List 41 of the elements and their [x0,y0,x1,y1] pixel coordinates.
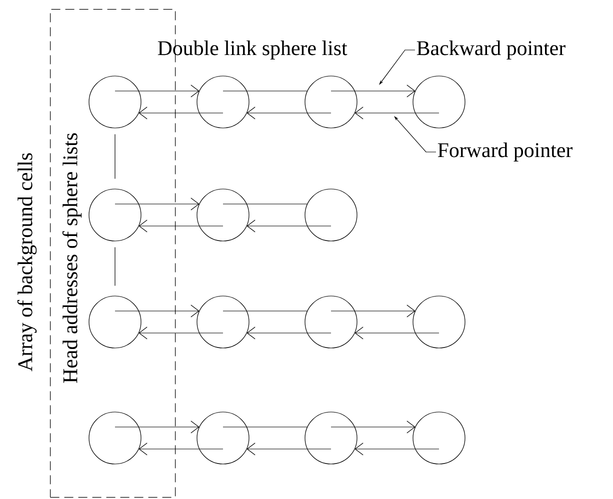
pointer-arrow [138,442,224,456]
sphere-circle [88,188,142,242]
pointer-label: Forward pointer [438,142,572,162]
pointer-label: Backward pointer [416,40,566,60]
pointer-arrow [114,304,200,318]
pointer-arrow [138,106,224,120]
sphere-circle [304,296,358,348]
sphere-circle [196,188,250,242]
sphere-circle [412,412,466,464]
sphere-circle [88,76,142,128]
vertical-label: Array of background cells [17,153,37,372]
sphere-circle [304,76,358,128]
sphere-circle [88,296,142,348]
leader-line [394,116,436,152]
pointer-arrow [138,326,224,340]
pointer-arrow [330,304,416,318]
pointer-arrow [354,442,440,456]
pointer-arrow [114,420,200,434]
link-line [114,134,116,179]
pointer-arrow [114,198,200,210]
pointer-arrow [246,442,332,456]
pointer-arrow [246,220,332,232]
sphere-circle [196,296,250,348]
pointer-arrow [246,106,332,120]
sphere-circle [88,412,142,464]
pointer-arrow [138,220,224,232]
vertical-label: Head addresses of sphere lists [62,133,82,383]
list-title: Double link sphere list [158,40,348,60]
pointer-arrow [330,420,416,434]
sphere-circle [196,412,250,464]
pointer-arrow [330,84,416,98]
sphere-circle [412,76,466,128]
pointer-arrow [354,106,440,120]
link-line [114,247,116,286]
sphere-circle [196,76,250,128]
sphere-circle [304,188,358,242]
pointer-arrow [246,326,332,340]
pointer-arrow [114,84,200,98]
sphere-circle [304,412,358,464]
pointer-arrow [354,326,440,340]
sphere-circle [412,296,466,348]
